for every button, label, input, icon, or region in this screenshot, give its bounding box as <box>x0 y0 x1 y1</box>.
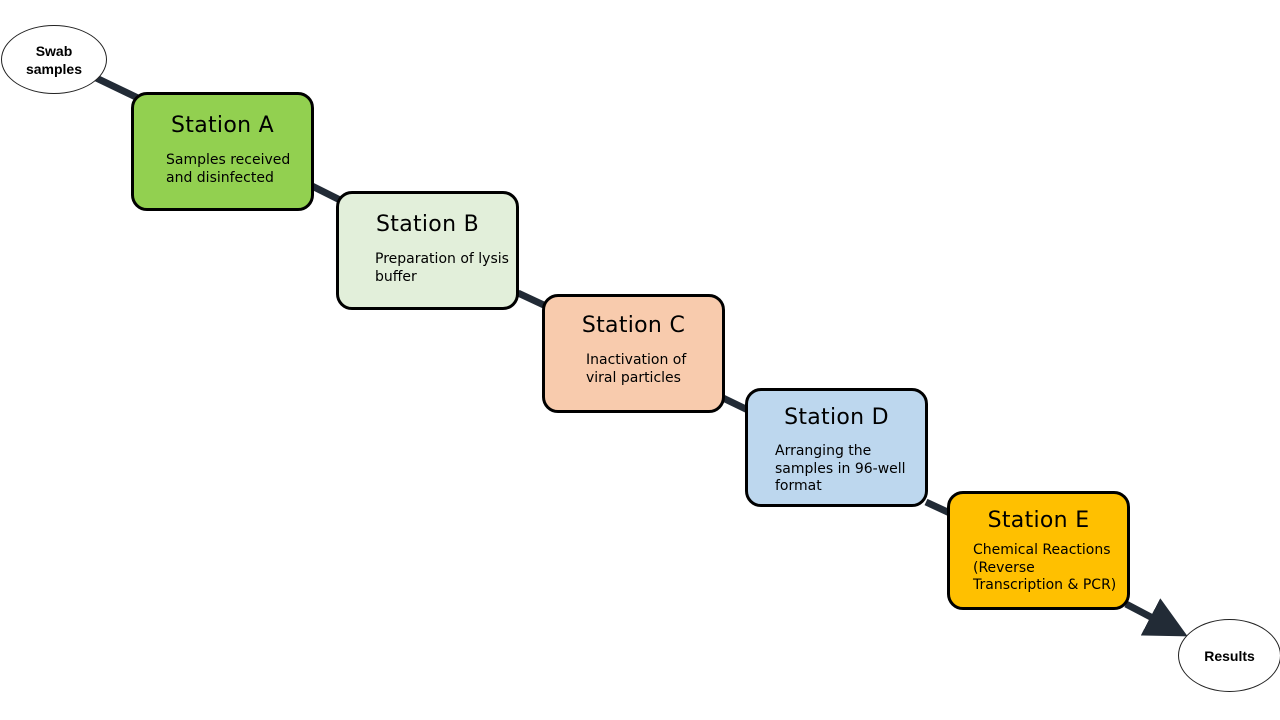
station-c: Station C Inactivation of viral particle… <box>542 294 725 413</box>
station-d: Station D Arranging the samples in 96-we… <box>745 388 928 507</box>
connector-e-to-end <box>1124 598 1188 637</box>
start-node: Swab samples <box>1 25 107 94</box>
station-description: Samples received and disinfected <box>166 152 291 186</box>
station-title: Station D <box>784 405 889 430</box>
station-description: Preparation of lysis buffer <box>375 251 509 285</box>
station-title: Station B <box>376 212 479 237</box>
start-label: Swab samples <box>25 42 83 77</box>
end-node: Results <box>1178 619 1280 692</box>
connector-start-to-a <box>88 71 142 103</box>
station-a: Station A Samples received and disinfect… <box>131 92 314 211</box>
station-title: Station A <box>171 113 274 138</box>
station-description: Arranging the samples in 96-well format <box>775 443 906 494</box>
station-b: Station B Preparation of lysis buffer <box>336 191 519 310</box>
station-e: Station E Chemical Reactions (Reverse Tr… <box>947 491 1130 610</box>
station-title: Station C <box>581 313 686 338</box>
end-label: Results <box>1204 647 1255 664</box>
station-title: Station E <box>987 508 1090 533</box>
station-description: Chemical Reactions (Reverse Transcriptio… <box>973 542 1117 593</box>
station-description: Inactivation of viral particles <box>586 352 687 386</box>
